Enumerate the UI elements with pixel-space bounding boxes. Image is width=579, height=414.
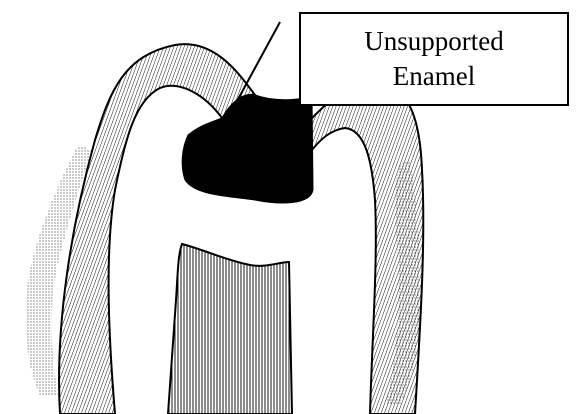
enamel-layer-right: [310, 82, 423, 414]
label-line-2: Enamel: [393, 59, 475, 94]
pulp-chamber: [168, 244, 292, 414]
label-line-1: Unsupported: [364, 24, 503, 59]
unsupported-enamel-label: Unsupported Enamel: [299, 12, 569, 106]
caries-lesion: [182, 94, 313, 203]
callout-leader-line: [236, 22, 280, 103]
